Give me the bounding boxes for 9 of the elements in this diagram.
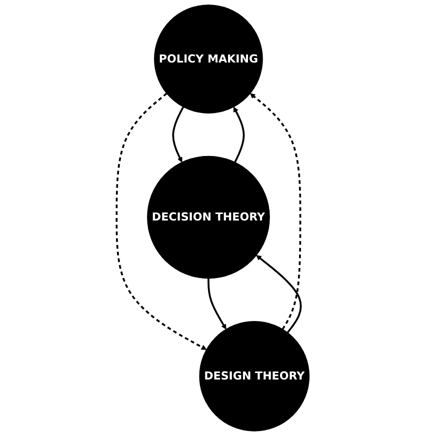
node-circle: DESIGN THEORY [198, 321, 310, 432]
arrow [256, 255, 302, 334]
node-circle: DECISION THEORY [146, 156, 270, 279]
arrow [172, 106, 184, 162]
arrow [207, 278, 226, 330]
arrow [250, 93, 301, 330]
arrow [115, 92, 206, 350]
node-circle: POLICY MAKING [154, 4, 262, 114]
arrow [232, 106, 244, 163]
